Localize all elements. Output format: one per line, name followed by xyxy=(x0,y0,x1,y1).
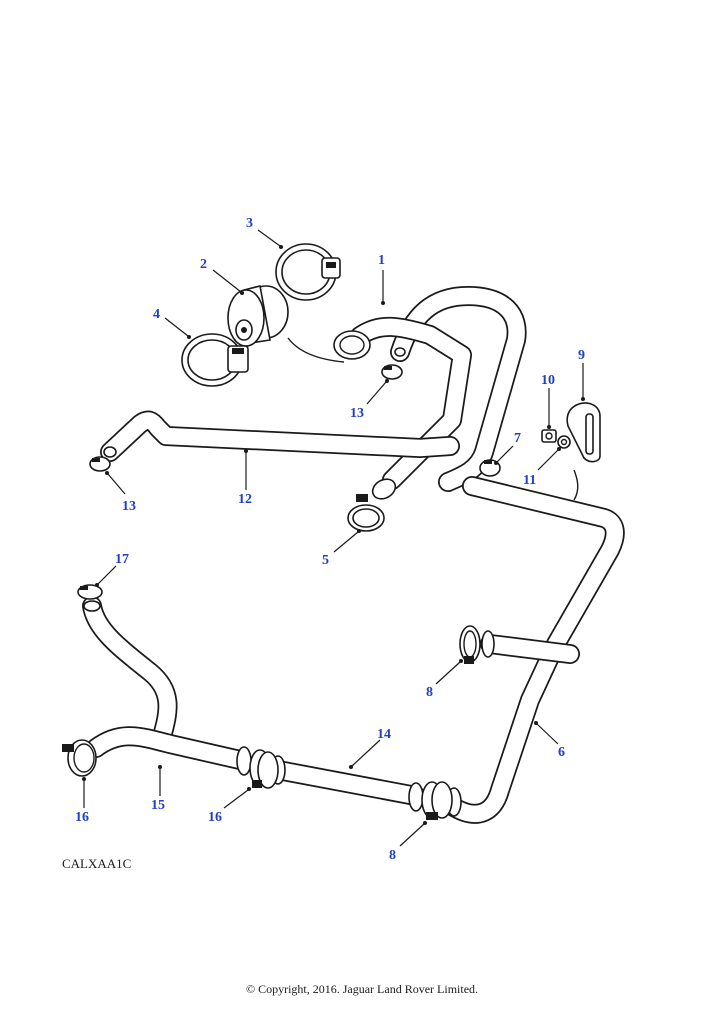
hose-14 xyxy=(268,755,426,812)
hose-12 xyxy=(100,410,460,462)
callout-5: 5 xyxy=(322,553,329,568)
drawing-code: CALXAA1C xyxy=(62,856,132,871)
callout-14: 14 xyxy=(377,727,391,742)
callout-1: 1 xyxy=(378,253,385,268)
part-16-clamp-left xyxy=(62,739,97,777)
part-13-clip-left xyxy=(89,456,111,472)
part-11-washer xyxy=(557,435,571,449)
part-17-clip xyxy=(77,584,103,600)
part-9-bracket xyxy=(566,402,601,501)
callout-6: 6 xyxy=(558,745,565,760)
callout-12: 12 xyxy=(238,492,252,507)
callout-7: 7 xyxy=(514,431,521,446)
callout-11: 11 xyxy=(523,473,536,488)
callout-2: 2 xyxy=(200,257,207,272)
leader-lines xyxy=(82,229,585,847)
callout-10: 10 xyxy=(541,373,555,388)
callout-13b: 13 xyxy=(122,499,136,514)
callout-13a: 13 xyxy=(350,406,364,421)
part-16-clamp-middle xyxy=(249,749,279,789)
part-8-clamp-upper xyxy=(459,625,481,664)
part-3-clamp xyxy=(275,243,341,301)
part-4-clamp xyxy=(181,333,249,387)
callout-8a: 8 xyxy=(426,685,433,700)
hose-1 xyxy=(333,286,527,500)
callout-3: 3 xyxy=(246,216,253,231)
part-10-nut xyxy=(541,429,557,443)
part-5-clamp xyxy=(347,494,385,532)
callout-labels: 1 2 3 4 5 6 7 8 8 9 10 11 12 13 13 14 15… xyxy=(75,216,585,863)
callout-15: 15 xyxy=(151,798,165,813)
hose-6 xyxy=(442,476,625,824)
part-8-clamp-lower xyxy=(421,781,453,820)
callout-16b: 16 xyxy=(208,810,222,825)
copyright-notice: © Copyright, 2016. Jaguar Land Rover Lim… xyxy=(245,982,479,996)
part-2-housing xyxy=(227,285,345,363)
hose-15 xyxy=(82,596,252,776)
callout-4: 4 xyxy=(153,307,160,322)
part-13-clip-upper xyxy=(381,364,403,380)
callout-9: 9 xyxy=(578,348,585,363)
callout-17: 17 xyxy=(115,552,129,567)
callout-8b: 8 xyxy=(389,848,396,863)
callout-16a: 16 xyxy=(75,810,89,825)
